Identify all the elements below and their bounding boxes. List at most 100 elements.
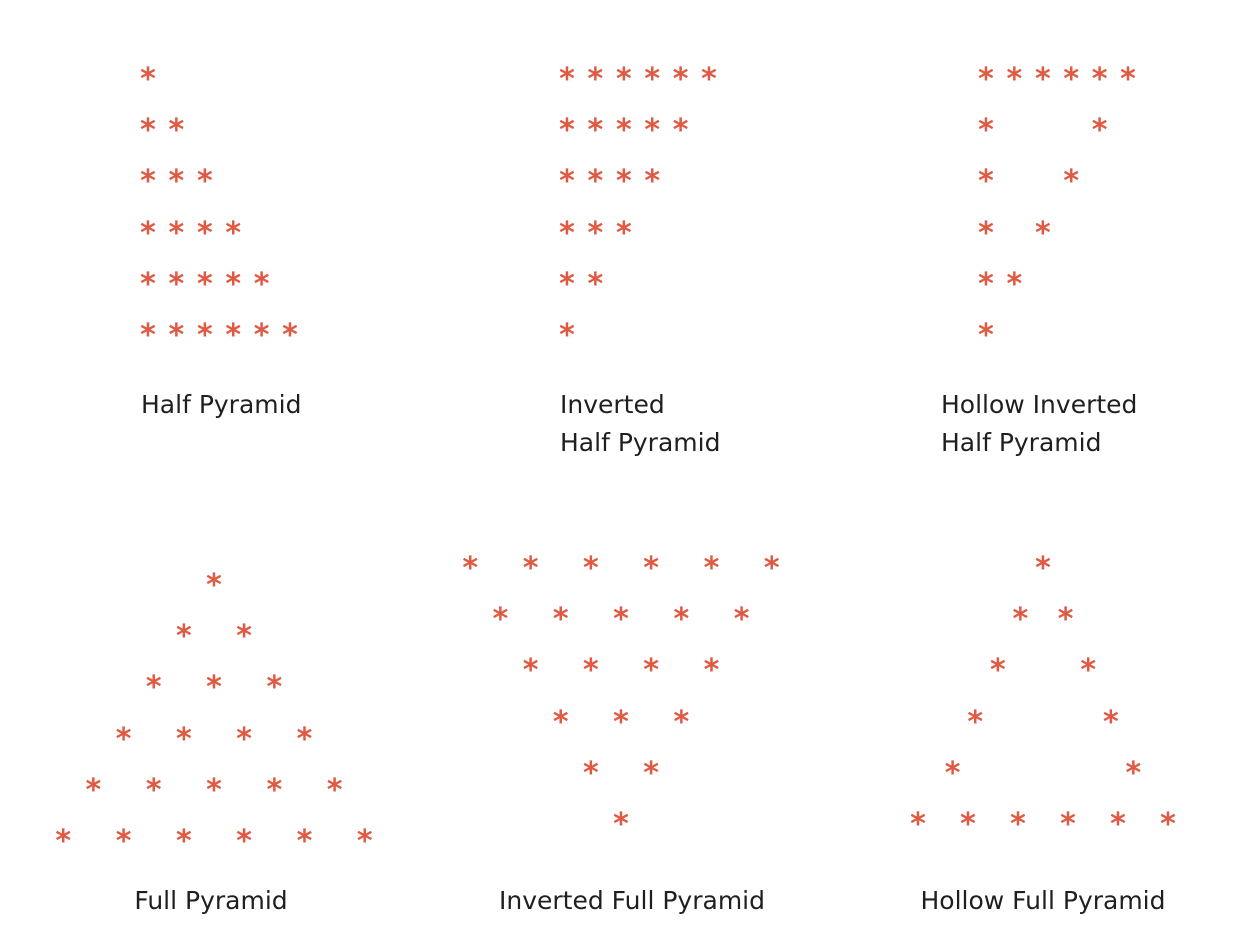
star-mark: * bbox=[615, 164, 632, 200]
star-mark: * bbox=[643, 551, 659, 586]
caption-line: Half Pyramid bbox=[560, 428, 721, 457]
star-mark: * bbox=[1063, 62, 1080, 97]
star-mark: * bbox=[703, 653, 720, 689]
star-mark: * bbox=[196, 164, 213, 200]
star-mark: * bbox=[944, 755, 961, 791]
star-mark: * bbox=[643, 653, 659, 689]
star-mark: * bbox=[587, 266, 604, 302]
star-mark: * bbox=[326, 772, 343, 808]
star-mark: * bbox=[1110, 807, 1126, 842]
star-mark: * bbox=[587, 62, 604, 97]
star-mark: * bbox=[236, 721, 252, 757]
star-mark: * bbox=[701, 62, 717, 97]
star-mark: * bbox=[613, 602, 629, 638]
star-mark: * bbox=[978, 113, 994, 149]
star-mark: * bbox=[196, 215, 213, 251]
star-mark: * bbox=[1060, 807, 1076, 842]
star-mark: * bbox=[225, 318, 242, 353]
caption-line: Full Pyramid bbox=[134, 886, 288, 915]
star-mark: * bbox=[673, 602, 690, 638]
star-mark: * bbox=[559, 164, 575, 200]
star-mark: * bbox=[615, 62, 632, 97]
star-mark: * bbox=[644, 113, 661, 149]
star-mark: * bbox=[462, 551, 479, 586]
star-mark: * bbox=[989, 653, 1006, 689]
star-mark: * bbox=[522, 653, 539, 689]
star-mark: * bbox=[733, 602, 750, 638]
star-mark: * bbox=[206, 670, 222, 706]
star-mark: * bbox=[587, 113, 604, 149]
star-mark: * bbox=[85, 772, 102, 808]
star-mark: * bbox=[644, 62, 661, 97]
star-mark: * bbox=[763, 551, 780, 586]
star-mark: * bbox=[582, 653, 599, 689]
star-mark: * bbox=[582, 551, 599, 586]
star-mark: * bbox=[1035, 551, 1051, 586]
star-mark: * bbox=[282, 318, 298, 353]
star-mark: * bbox=[206, 772, 222, 808]
star-mark: * bbox=[225, 215, 242, 251]
star-mark: * bbox=[196, 318, 213, 353]
star-mark: * bbox=[1034, 62, 1051, 97]
star-mark: * bbox=[1006, 62, 1023, 97]
star-mark: * bbox=[1006, 266, 1023, 302]
star-mark: * bbox=[978, 266, 994, 302]
star-mark: * bbox=[168, 164, 185, 200]
star-mark: * bbox=[673, 704, 690, 740]
star-mark: * bbox=[492, 602, 509, 638]
star-mark: * bbox=[613, 704, 629, 740]
star-mark: * bbox=[552, 602, 569, 638]
star-mark: * bbox=[615, 113, 632, 149]
star-mark: * bbox=[1120, 62, 1136, 97]
star-mark: * bbox=[1091, 62, 1108, 97]
star-mark: * bbox=[644, 164, 661, 200]
caption-line: Hollow Full Pyramid bbox=[920, 886, 1166, 915]
star-mark: * bbox=[175, 824, 192, 859]
star-mark: * bbox=[266, 670, 283, 706]
star-mark: * bbox=[296, 721, 313, 757]
star-mark: * bbox=[559, 62, 575, 97]
star-mark: * bbox=[703, 551, 720, 586]
star-mark: * bbox=[168, 113, 185, 149]
star-mark: * bbox=[978, 164, 994, 200]
star-mark: * bbox=[1160, 807, 1176, 842]
star-mark: * bbox=[978, 62, 994, 97]
star-mark: * bbox=[168, 215, 185, 251]
star-mark: * bbox=[522, 551, 539, 586]
star-mark: * bbox=[140, 113, 156, 149]
caption-line: Inverted Full Pyramid bbox=[498, 886, 766, 915]
star-mark: * bbox=[140, 62, 156, 97]
star-mark: * bbox=[236, 619, 252, 655]
star-mark: * bbox=[1012, 602, 1029, 638]
star-mark: * bbox=[1057, 602, 1074, 638]
star-mark: * bbox=[266, 772, 283, 808]
caption-hollow-full-pyramid: Hollow Full Pyramid bbox=[920, 882, 1165, 920]
caption-inverted-full-pyramid: Inverted Full Pyramid bbox=[499, 882, 765, 920]
star-mark: * bbox=[168, 318, 185, 353]
star-mark: * bbox=[1091, 113, 1108, 149]
star-mark: * bbox=[115, 824, 132, 859]
star-mark: * bbox=[1010, 807, 1026, 842]
star-mark: * bbox=[672, 62, 689, 97]
star-mark: * bbox=[253, 266, 270, 302]
star-mark: * bbox=[587, 164, 604, 200]
star-mark: * bbox=[145, 772, 162, 808]
star-mark: * bbox=[356, 824, 373, 859]
star-mark: * bbox=[672, 113, 689, 149]
star-mark: * bbox=[643, 755, 659, 791]
star-mark: * bbox=[253, 318, 270, 353]
star-mark: * bbox=[910, 807, 926, 842]
star-mark: * bbox=[236, 824, 252, 859]
caption-line: Half Pyramid bbox=[941, 428, 1102, 457]
star-mark: * bbox=[587, 215, 604, 251]
star-mark: * bbox=[1063, 164, 1080, 200]
star-mark: * bbox=[559, 113, 575, 149]
star-mark: * bbox=[615, 215, 632, 251]
caption-full-pyramid: Full Pyramid bbox=[134, 882, 287, 920]
star-mark: * bbox=[225, 266, 242, 302]
star-mark: * bbox=[1125, 755, 1142, 791]
star-mark: * bbox=[140, 318, 156, 353]
star-mark: * bbox=[55, 824, 72, 859]
